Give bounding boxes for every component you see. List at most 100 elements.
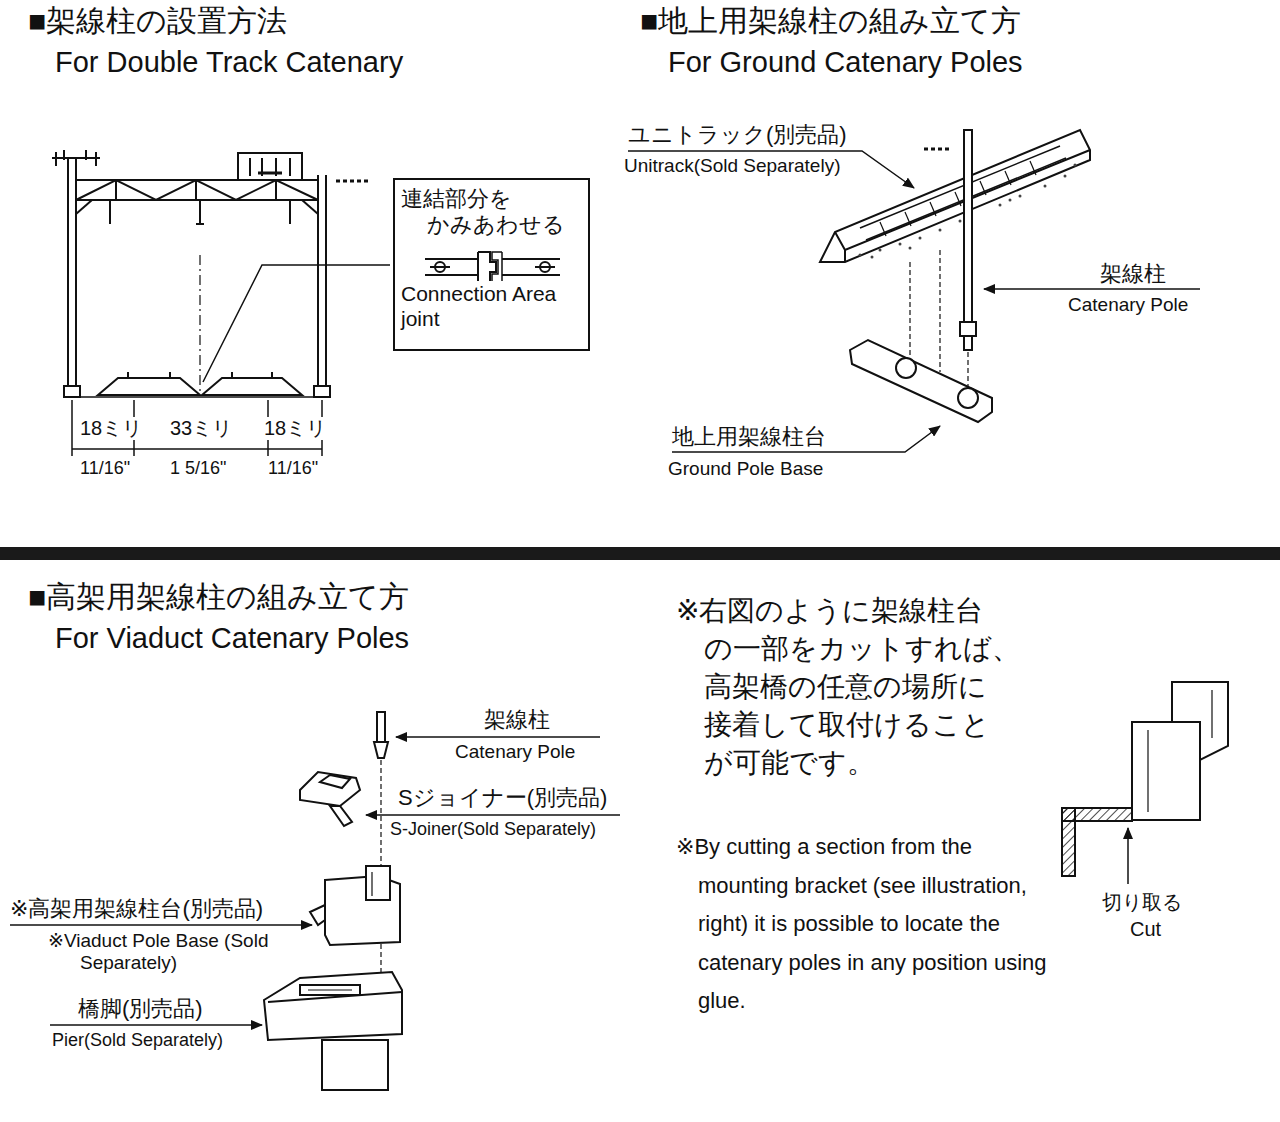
part-label: 架線柱 [1100, 261, 1166, 286]
double-track-catenary-part [199, 255, 200, 395]
double-track-catenary-part [302, 200, 318, 214]
double-track-catenary-part [98, 378, 200, 395]
ground-pole-illustration-part [880, 222, 886, 236]
part-label: 地上用架線柱台 [672, 424, 826, 449]
cut-label: 切り取る [1102, 891, 1182, 914]
double-track-catenary-part [336, 180, 370, 183]
viaduct-pole-illustration-part [330, 806, 352, 826]
double-track-catenary-part [289, 200, 291, 224]
ground-pole-illustration-part [930, 202, 936, 216]
part-label-en: Catenary Pole [1068, 294, 1188, 316]
ground-pole-illustration-part [1064, 175, 1067, 178]
section-heading-en: For Viaduct Catenary Poles [55, 622, 409, 655]
double-track-catenary-part [238, 153, 302, 180]
double-track-catenary-part [85, 150, 87, 160]
dimension: 18ミリ [264, 417, 326, 440]
viaduct-pole-illustration-part [300, 985, 360, 995]
ground-pole-illustration-part [844, 250, 846, 262]
ground-pole-illustration-part [959, 220, 962, 223]
divider-bar-part [0, 547, 1280, 560]
joint-detail-part [430, 266, 450, 268]
double-track-catenary-part [317, 175, 319, 388]
double-track-catenary-part [75, 158, 77, 388]
part-label-en: Pier(Sold Separately) [52, 1030, 223, 1051]
ground-pole-illustration-part [880, 161, 1036, 236]
double-track-catenary-part [68, 396, 326, 398]
viaduct-pole-illustration-part [396, 736, 600, 738]
part-label-en: Ground Pole Base [668, 458, 823, 480]
double-track-catenary-part [231, 372, 233, 378]
cut-detail-part [1132, 722, 1200, 820]
double-track-catenary-part [199, 200, 201, 224]
viaduct-pole-illustration-part [374, 742, 388, 758]
ground-pole-illustration-part [820, 130, 1090, 262]
viaduct-pole-illustration-part [322, 1040, 388, 1090]
ground-pole-illustration-part [1019, 195, 1022, 198]
double-track-catenary-part [95, 152, 97, 166]
double-track-catenary-part [325, 175, 327, 388]
double-track-catenary-part [271, 372, 273, 378]
cut-detail-part [1062, 808, 1075, 876]
ground-pole-illustration-part [980, 181, 986, 195]
double-track-catenary-part [202, 378, 302, 395]
part-label-en: S-Joiner(Sold Separately) [390, 819, 596, 840]
viaduct-pole-illustration-part [366, 866, 390, 900]
dimension: 18ミリ [80, 417, 142, 440]
ground-pole-illustration-part [919, 237, 922, 240]
joint-detail-part [478, 252, 496, 282]
ground-pole-illustration-part [909, 247, 912, 250]
note-text-en: ※By cutting a section from the mounting … [676, 828, 1048, 1021]
double-track-catenary-part [71, 400, 73, 456]
section-heading-en: For Ground Catenary Poles [668, 46, 1023, 79]
double-track-catenary-part [195, 180, 197, 200]
viaduct-pole-illustration-part [10, 924, 312, 926]
ground-pole-illustration-part [964, 336, 972, 350]
double-track-catenary-part [109, 200, 111, 224]
double-track-catenary-part [115, 180, 117, 200]
dimension: 11/16" [80, 458, 130, 479]
double-track-catenary-part [169, 372, 171, 378]
viaduct-pole-illustration-part [377, 712, 385, 742]
double-track-catenary-part [249, 158, 251, 176]
dimension: 33ミリ [170, 417, 232, 440]
viaduct-pole-illustration-part [50, 1024, 262, 1026]
dimension: 11/16" [268, 458, 318, 479]
part-label-en: ※Viaduct Pole Base (Sold Separately) [48, 930, 295, 974]
double-track-catenary-part [203, 265, 390, 382]
double-track-catenary-part [55, 152, 57, 166]
ground-pole-illustration-part [905, 212, 911, 226]
ground-pole-illustration-part [958, 388, 978, 408]
double-track-catenary-part [76, 200, 92, 214]
joint-detail-part [502, 258, 560, 260]
connection-box: 連結部分を かみあわせるConnection Area joint [393, 178, 590, 351]
ground-pole-illustration-part [1074, 164, 1077, 167]
part-label: 橋脚(別売品) [78, 996, 203, 1021]
section-heading: ■地上用架線柱の組み立て方 [640, 4, 1021, 39]
part-label: ※高架用架線柱台(別売品) [10, 896, 263, 921]
ground-pole-illustration-part [835, 150, 1090, 250]
double-track-catenary-part [258, 172, 282, 175]
ground-pole-illustration-part [964, 130, 972, 322]
ground-pole-illustration-part [955, 192, 961, 206]
double-track-catenary-part [275, 180, 277, 200]
section-heading: ■架線柱の設置方法 [28, 4, 287, 39]
double-track-catenary-part [63, 150, 65, 160]
cut-detail-part [1211, 690, 1212, 738]
ground-pole-illustration-part [984, 288, 1200, 290]
ground-pole-illustration-part [1005, 171, 1011, 185]
double-track-catenary-part [72, 448, 322, 450]
joint-detail [425, 252, 560, 282]
cut-label: Cut [1130, 918, 1161, 941]
ground-pole-illustration-part [939, 229, 942, 232]
viaduct-pole-illustration-part [371, 872, 372, 896]
joint-detail-part [492, 252, 502, 282]
double-track-catenary-part [76, 180, 318, 200]
section-heading-en: For Double Track Catenary [55, 46, 403, 79]
ground-pole-illustration-part [1009, 199, 1012, 202]
double-track-catenary [52, 150, 390, 456]
joint-detail-part [425, 258, 478, 260]
section-heading: ■高架用架線柱の組み立て方 [28, 580, 409, 615]
ground-pole-illustration-part [899, 243, 902, 246]
cut-detail [1062, 682, 1228, 884]
ground-pole-illustration-part [871, 256, 874, 259]
